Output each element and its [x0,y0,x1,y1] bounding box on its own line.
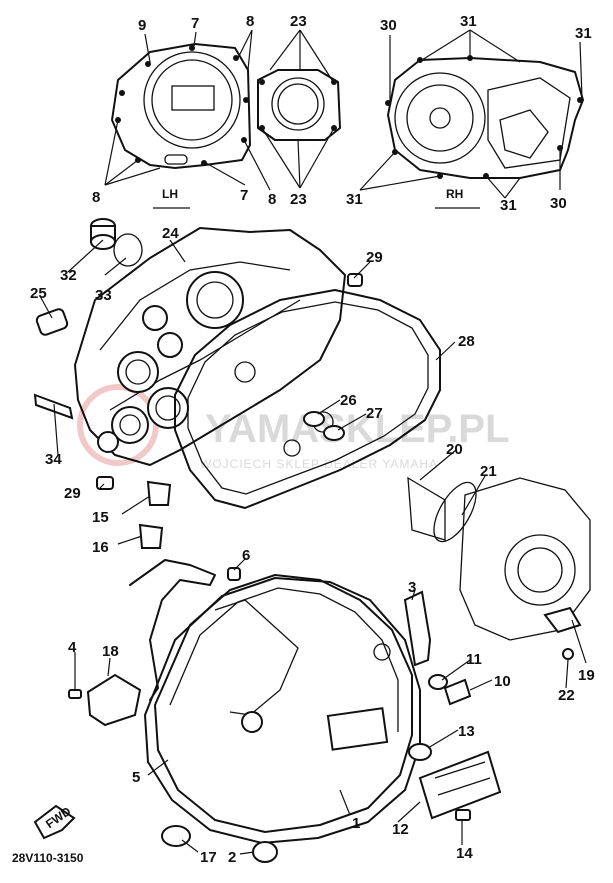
clutch-cover [144,574,421,844]
callout-1: 1 [352,815,360,832]
watermark-subtitle: WOJCIECH SKLEP DEALER YAMAHA [200,457,438,471]
callout-27: 27 [366,405,383,422]
callout-23: 23 [290,13,307,30]
lh-view-label: LH [162,187,178,201]
callout-7: 7 [191,15,199,32]
cylinder-gasket-view [257,69,341,141]
callout-24: 24 [162,225,179,242]
crankcase-gasket [174,289,441,509]
callout-19: 19 [578,667,595,684]
callout-31-bottom-left: 31 [346,191,363,208]
callout-14: 14 [456,845,473,862]
top-leaders [104,29,583,199]
bottom-small-parts [68,559,502,863]
middle-small-parts [33,218,591,660]
callout-6: 6 [242,547,250,564]
callout-26: 26 [340,392,357,409]
callout-30: 30 [380,17,397,34]
callout-22: 22 [558,687,575,704]
rh-view-label: RH [446,187,463,201]
forward-arrow: FWD [33,804,76,840]
callout-labels: 9 7 8 23 30 31 31 8 8 7 8 23 31 31 30 24… [30,13,595,866]
callout-2: 2 [228,849,236,866]
watermark-brand: YAMASKLEP.PL [205,407,510,451]
callout-11: 11 [466,651,482,668]
callout-29-top: 29 [366,249,383,266]
callout-3: 3 [408,579,416,596]
callout-28: 28 [458,333,475,350]
callout-15: 15 [92,509,109,526]
callout-31-bottom-right: 31 [500,197,517,214]
callout-30-bottom: 30 [550,195,567,212]
callout-8: 8 [246,13,254,30]
lower-leaders [39,239,587,855]
callout-31: 31 [460,13,477,30]
callout-5: 5 [132,769,140,786]
watermark: YAMASKLEP.PL WOJCIECH SKLEP DEALER YAMAH… [77,384,510,471]
crankcase [74,227,346,466]
callout-34: 34 [45,451,62,468]
callout-7-bottom: 7 [240,187,248,204]
callout-8-bottom-left: 8 [92,189,100,206]
callout-31-right: 31 [575,25,592,42]
callout-23-bottom: 23 [290,191,307,208]
rh-gasket-view [385,55,584,179]
callout-10: 10 [494,673,511,690]
callout-16: 16 [92,539,109,556]
callout-33: 33 [95,287,112,304]
callout-21: 21 [480,463,497,480]
callout-32: 32 [60,267,77,284]
callout-9: 9 [138,17,146,34]
callout-8-bottom: 8 [268,191,276,208]
callout-29-bottom: 29 [64,485,81,502]
diagram-code: 28V110-3150 [12,851,84,865]
lh-gasket-view [111,43,251,169]
callout-20: 20 [446,441,463,458]
callout-13: 13 [458,723,475,740]
callout-25: 25 [30,285,47,302]
callout-18: 18 [102,643,119,660]
callout-12: 12 [392,821,409,838]
callout-17: 17 [200,849,217,866]
callout-4: 4 [68,639,77,656]
